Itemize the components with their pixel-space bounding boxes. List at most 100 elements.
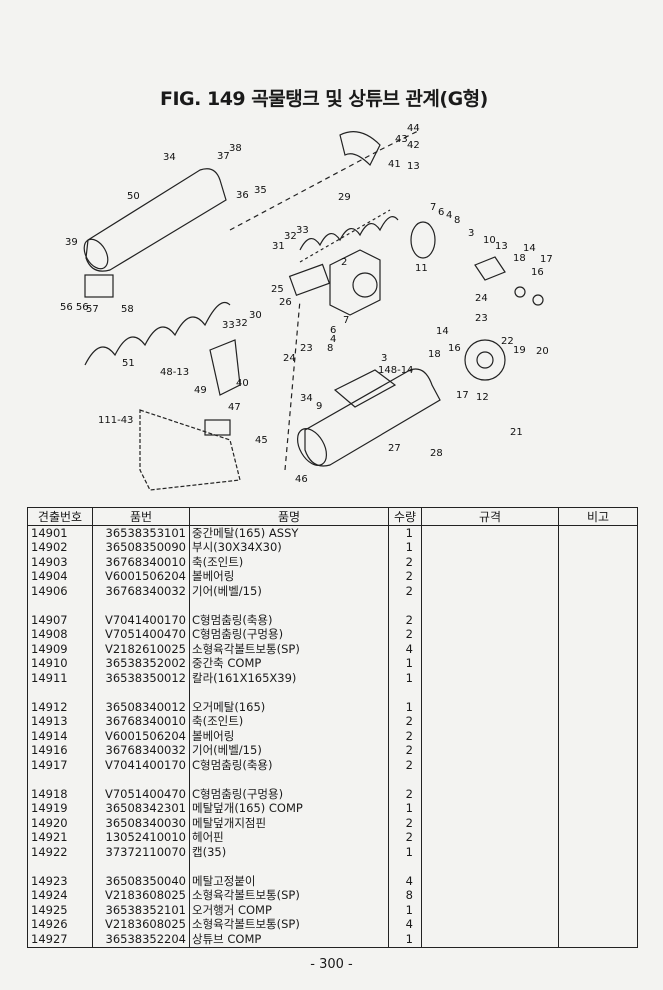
- empty-cell: [421, 685, 559, 700]
- lower-tube: [304, 368, 441, 467]
- part-name-cell: 메탈고정붙이: [189, 874, 389, 889]
- callout-label: 51: [122, 358, 135, 369]
- callout-label: 56 56: [60, 302, 89, 313]
- part-no-cell: 36538352101: [92, 903, 190, 918]
- spec-cell: [421, 758, 559, 773]
- callout-label: 38: [229, 143, 242, 154]
- empty-cell: [388, 685, 422, 700]
- callout-label: 7: [430, 202, 436, 213]
- spec-cell: [421, 874, 559, 889]
- empty-cell: [27, 859, 93, 874]
- remarks-cell: [558, 787, 638, 802]
- qty-cell: 4: [388, 874, 422, 889]
- empty-cell: [189, 772, 389, 787]
- ref-no-cell: 14921: [27, 830, 93, 845]
- spec-cell: [421, 729, 559, 744]
- callout-label: 8: [327, 343, 333, 354]
- callout-label: 20: [536, 346, 549, 357]
- callout-label: 18: [513, 253, 526, 264]
- ref-no-cell: 14902: [27, 540, 93, 555]
- remarks-cell: [558, 569, 638, 584]
- part-no-cell: V7041400170: [92, 613, 190, 628]
- empty-cell: [388, 772, 422, 787]
- qty-cell: 1: [388, 801, 422, 816]
- callout-label: 6: [438, 207, 444, 218]
- spec-cell: [421, 627, 559, 642]
- ref-no-cell: 14916: [27, 743, 93, 758]
- callout-label: 32: [284, 231, 297, 242]
- table-header-row: 견출번호 품번 품명 수량 규격 비고: [27, 507, 638, 526]
- remarks-cell: [558, 671, 638, 686]
- qty-cell: 2: [388, 613, 422, 628]
- qty-cell: 1: [388, 540, 422, 555]
- remarks-cell: [558, 540, 638, 555]
- callout-label: 4: [446, 210, 452, 221]
- part-no-cell: 36508340012: [92, 700, 190, 715]
- part-no-cell: 36768340010: [92, 555, 190, 570]
- part-no-cell: 13052410010: [92, 830, 190, 845]
- qty-cell: 2: [388, 787, 422, 802]
- remarks-cell: [558, 555, 638, 570]
- empty-cell: [421, 598, 559, 613]
- ref-no-cell: 14917: [27, 758, 93, 773]
- callout-label: 3: [468, 228, 474, 239]
- part-name-cell: C형멈춤링(축용): [189, 613, 389, 628]
- callout-label: 13: [407, 161, 420, 172]
- callout-label: 32: [235, 318, 248, 329]
- callout-label: 28: [430, 448, 443, 459]
- part-no-cell: 36768340010: [92, 714, 190, 729]
- spacer-row: [27, 772, 638, 787]
- spec-cell: [421, 743, 559, 758]
- callout-label: 33: [296, 225, 309, 236]
- empty-cell: [421, 859, 559, 874]
- callout-label: 148-14: [378, 365, 413, 376]
- callout-label: 23: [300, 343, 313, 354]
- empty-cell: [92, 859, 190, 874]
- callout-label: 2: [341, 257, 347, 268]
- spec-cell: [421, 830, 559, 845]
- part-name-cell: C형멈춤링(구멍용): [189, 787, 389, 802]
- callout-label: 39: [65, 237, 78, 248]
- remarks-cell: [558, 932, 638, 948]
- header-ref-no: 견출번호: [27, 507, 93, 526]
- ref-no-cell: 14914: [27, 729, 93, 744]
- ref-no-cell: 14913: [27, 714, 93, 729]
- qty-cell: 1: [388, 903, 422, 918]
- empty-cell: [189, 685, 389, 700]
- auger-screw-lower: [84, 301, 231, 366]
- remarks-cell: [558, 874, 638, 889]
- remarks-cell: [558, 917, 638, 932]
- qty-cell: 4: [388, 917, 422, 932]
- qty-cell: 2: [388, 729, 422, 744]
- spec-cell: [421, 845, 559, 860]
- part-no-cell: V2183608025: [92, 888, 190, 903]
- spec-cell: [421, 917, 559, 932]
- spec-cell: [421, 613, 559, 628]
- part-name-cell: 기어(베벨/15): [189, 584, 389, 599]
- part-no-cell: V6001506204: [92, 569, 190, 584]
- callout-label: 17: [456, 390, 469, 401]
- callout-label: 14: [523, 243, 536, 254]
- callout-label: 13: [495, 241, 508, 252]
- remarks-cell: [558, 888, 638, 903]
- callout-label: 49: [194, 385, 207, 396]
- remarks-cell: [558, 845, 638, 860]
- spec-cell: [421, 714, 559, 729]
- empty-cell: [189, 598, 389, 613]
- ref-no-cell: 14922: [27, 845, 93, 860]
- part-no-cell: V7051400470: [92, 787, 190, 802]
- header-part-name: 품명: [189, 507, 389, 526]
- callout-label: 4: [330, 334, 336, 345]
- callout-label: 11: [415, 263, 428, 274]
- qty-cell: 4: [388, 642, 422, 657]
- part-no-cell: 36768340032: [92, 743, 190, 758]
- remarks-cell: [558, 758, 638, 773]
